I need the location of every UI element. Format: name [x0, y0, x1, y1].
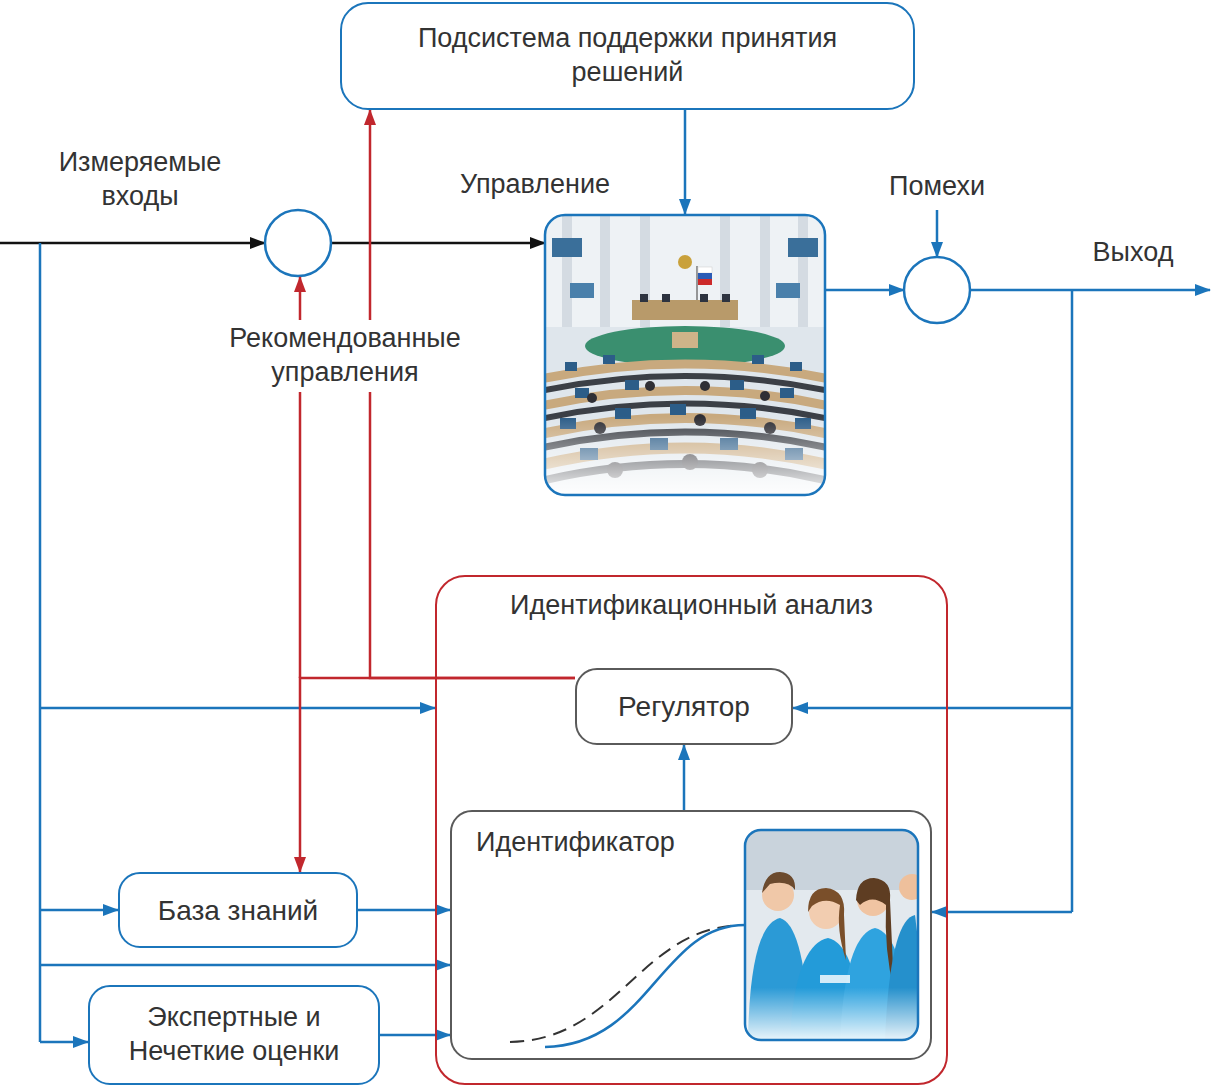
- node-text: Подсистема поддержки принятия решений: [418, 22, 838, 90]
- control-label: Управление: [440, 168, 630, 202]
- analysis-group: Идентификационный анализРегуляторИдентиф…: [435, 575, 948, 1085]
- disturbance-label: Помехи: [862, 170, 1012, 204]
- node-text: Идентификатор: [476, 826, 675, 860]
- recommended-control-label: Рекомендованные управления: [185, 320, 505, 392]
- regulator-box: Регулятор: [575, 668, 793, 745]
- node-text: Регулятор: [618, 689, 750, 724]
- identifier-group: Идентификатор: [450, 810, 932, 1060]
- knowledge-base-box: База знаний: [118, 872, 358, 948]
- node-text: Экспертные и Нечеткие оценки: [102, 1001, 366, 1069]
- node-text: База знаний: [158, 893, 318, 928]
- output-label: Выход: [1068, 236, 1198, 270]
- connector-arrow: [380, 1034, 450, 1037]
- connector-arrow: [683, 745, 686, 810]
- expert-estimates-box: Экспертные и Нечеткие оценки: [88, 985, 380, 1085]
- input-label: Измеряемые входы: [40, 146, 240, 214]
- node-text: Идентификационный анализ: [510, 589, 873, 623]
- decision-support-box: Подсистема поддержки принятия решений: [340, 2, 915, 110]
